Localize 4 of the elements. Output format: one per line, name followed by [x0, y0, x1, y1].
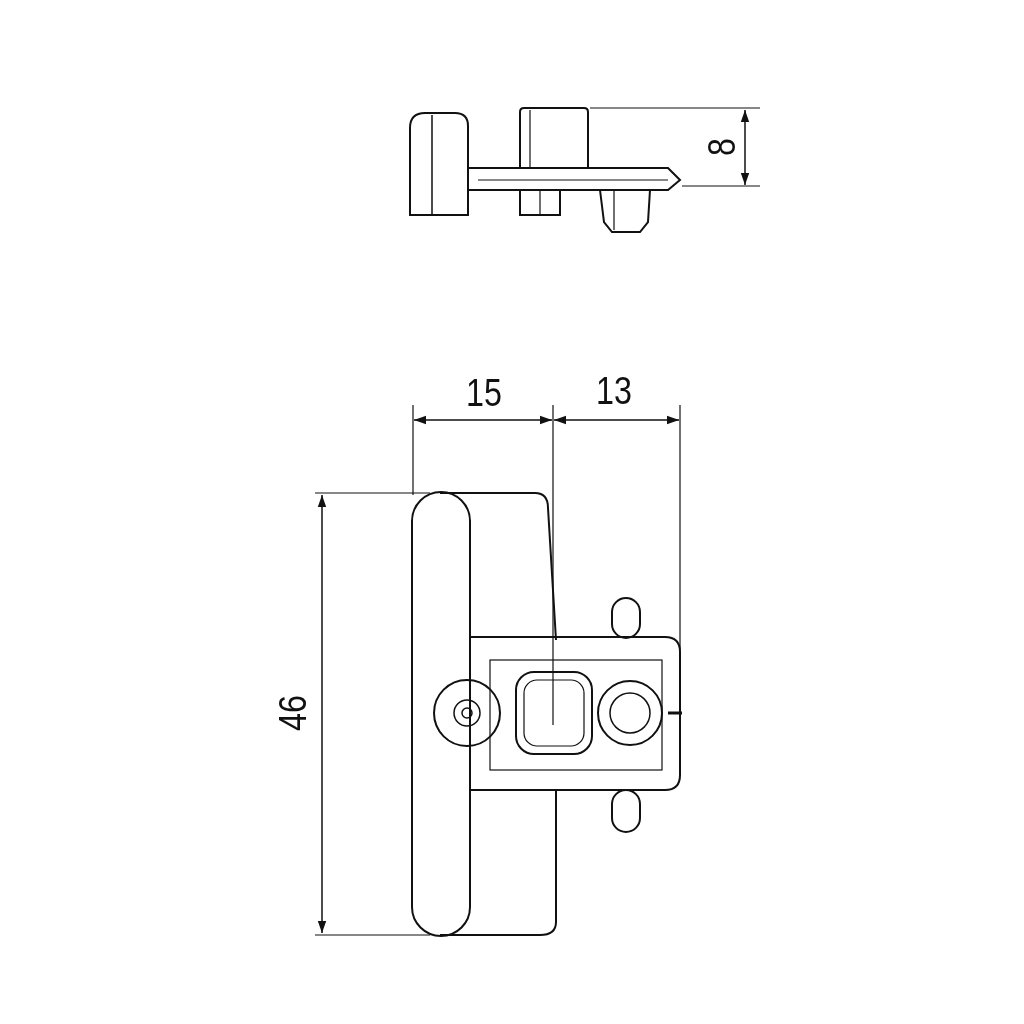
dimension-label: 15 — [466, 374, 502, 412]
dimension-label: 8 — [703, 138, 741, 156]
dimension-label: 46 — [274, 695, 312, 731]
dimension-label: 13 — [596, 372, 632, 410]
